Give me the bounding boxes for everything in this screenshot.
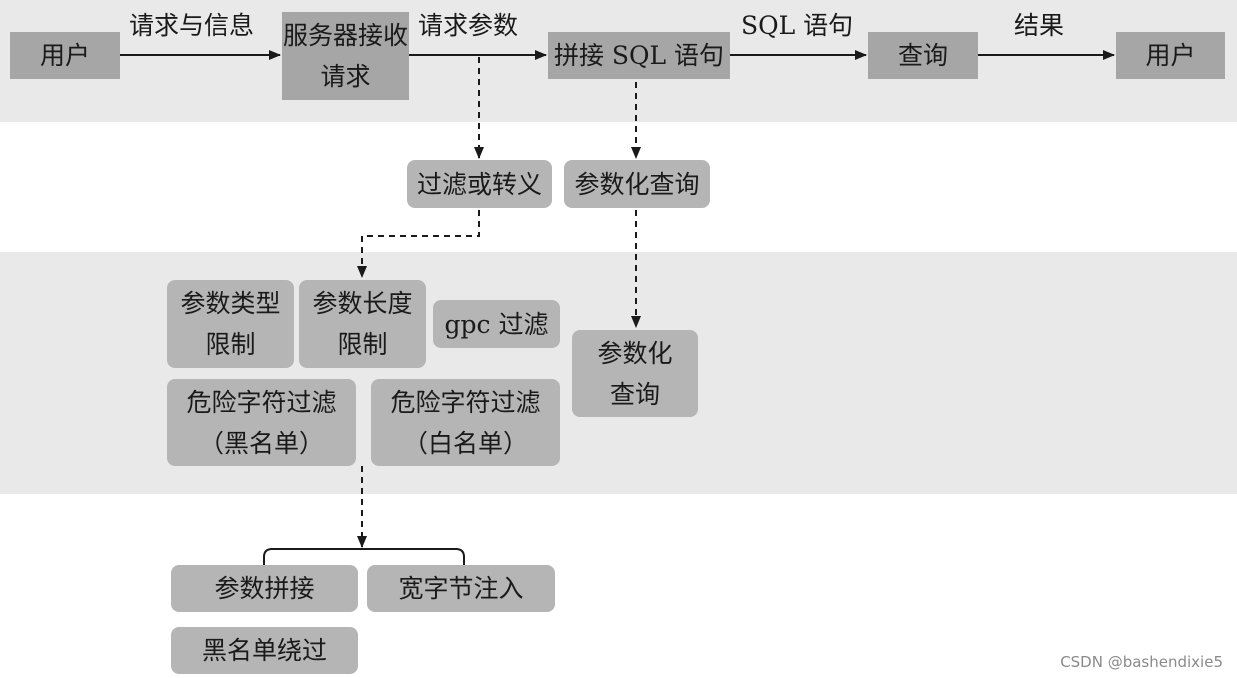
blacklist-bypass-box: 黑名单绕过 <box>171 627 358 674</box>
dashed-arrow-to-methods <box>357 210 480 278</box>
parameterized-box: 参数化查询 <box>572 330 698 417</box>
type-limit-box: 参数类型限制 <box>167 280 294 368</box>
query-box: 查询 <box>868 32 978 79</box>
bypass-bracket <box>263 548 465 566</box>
label-result: 结果 <box>1014 11 1065 40</box>
label-sql-statement: SQL 语句 <box>741 11 854 40</box>
watermark: CSDN @bashendixie5 <box>1060 653 1223 671</box>
whitelist-filter-box: 危险字符过滤（白名单） <box>371 379 560 466</box>
label-request-info: 请求与信息 <box>129 11 255 40</box>
wide-byte-injection-box: 宽字节注入 <box>367 565 555 612</box>
parameterized-query-box: 参数化查询 <box>564 160 710 208</box>
user-start-box: 用户 <box>10 32 120 79</box>
param-splice-box: 参数拼接 <box>171 565 358 612</box>
label-request-params: 请求参数 <box>418 11 519 40</box>
filter-escape-box: 过滤或转义 <box>407 160 552 208</box>
user-end-box: 用户 <box>1116 32 1225 79</box>
splice-sql-box: 拼接 SQL 语句 <box>548 32 730 79</box>
blacklist-filter-box: 危险字符过滤（黑名单） <box>167 379 356 466</box>
gpc-filter-box: gpc 过滤 <box>433 300 560 348</box>
length-limit-box: 参数长度限制 <box>299 280 426 368</box>
server-box: 服务器接收请求 <box>282 12 409 100</box>
